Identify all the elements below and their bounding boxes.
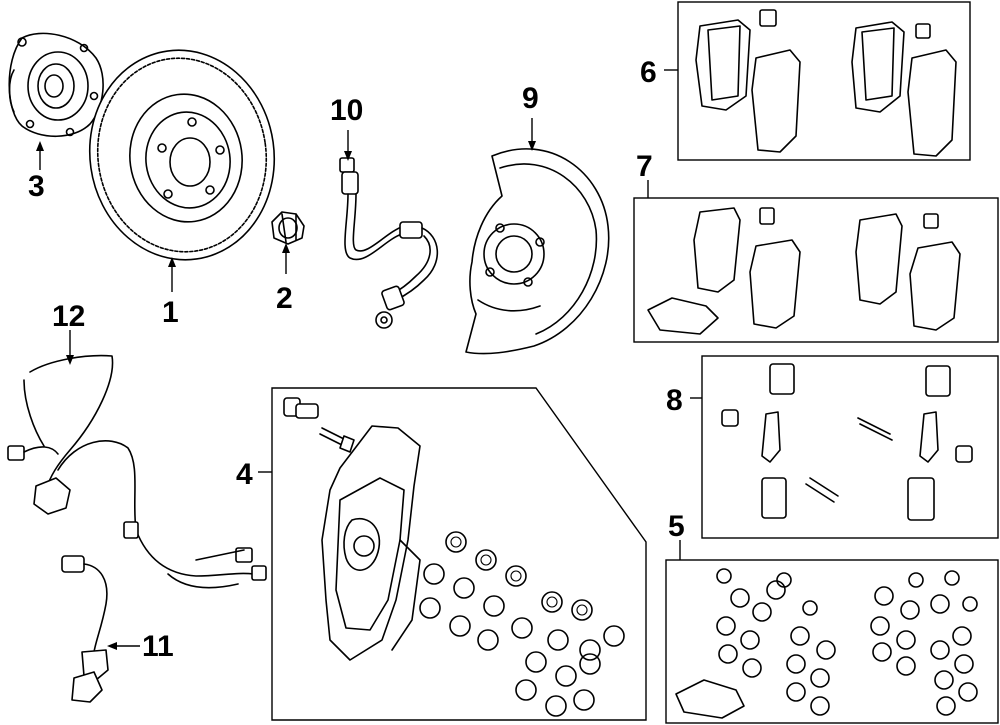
pad-shim-set-part[interactable] [647, 207, 961, 335]
callout-5: 5 [668, 510, 685, 543]
dust-shield-part[interactable] [465, 148, 610, 355]
callout-8: 8 [666, 384, 683, 417]
callout-2: 2 [276, 282, 293, 315]
callout-7: 7 [636, 150, 653, 183]
wheel-hub-part[interactable] [8, 32, 104, 137]
part-5-box [665, 559, 999, 724]
part-6-box [677, 1, 971, 161]
part-7-box [633, 197, 999, 343]
part-8-box [701, 355, 999, 539]
brake-rotor-part[interactable] [76, 38, 287, 272]
callout-3: 3 [28, 170, 45, 203]
abs-sensor-harness-part[interactable] [7, 354, 267, 589]
brake-pad-set-part[interactable] [695, 9, 957, 157]
callout-10: 10 [330, 94, 363, 127]
caliper-seal-kit-part[interactable] [675, 568, 978, 719]
callout-11: 11 [142, 630, 174, 663]
caliper-hardware-kit-part[interactable] [721, 363, 973, 521]
brake-hose-part[interactable] [339, 157, 439, 329]
callout-1: 1 [162, 296, 179, 329]
wheel-speed-sensor-part[interactable] [61, 555, 109, 703]
callout-9: 9 [522, 82, 539, 115]
brake-caliper-assembly-part[interactable] [283, 397, 421, 661]
part-4-box [271, 387, 647, 721]
callout-12: 12 [52, 300, 85, 333]
callout-6: 6 [640, 56, 657, 89]
caliper-piston-seals-part[interactable] [419, 531, 625, 717]
lug-nut-part[interactable] [271, 211, 305, 245]
callout-4: 4 [236, 458, 253, 491]
